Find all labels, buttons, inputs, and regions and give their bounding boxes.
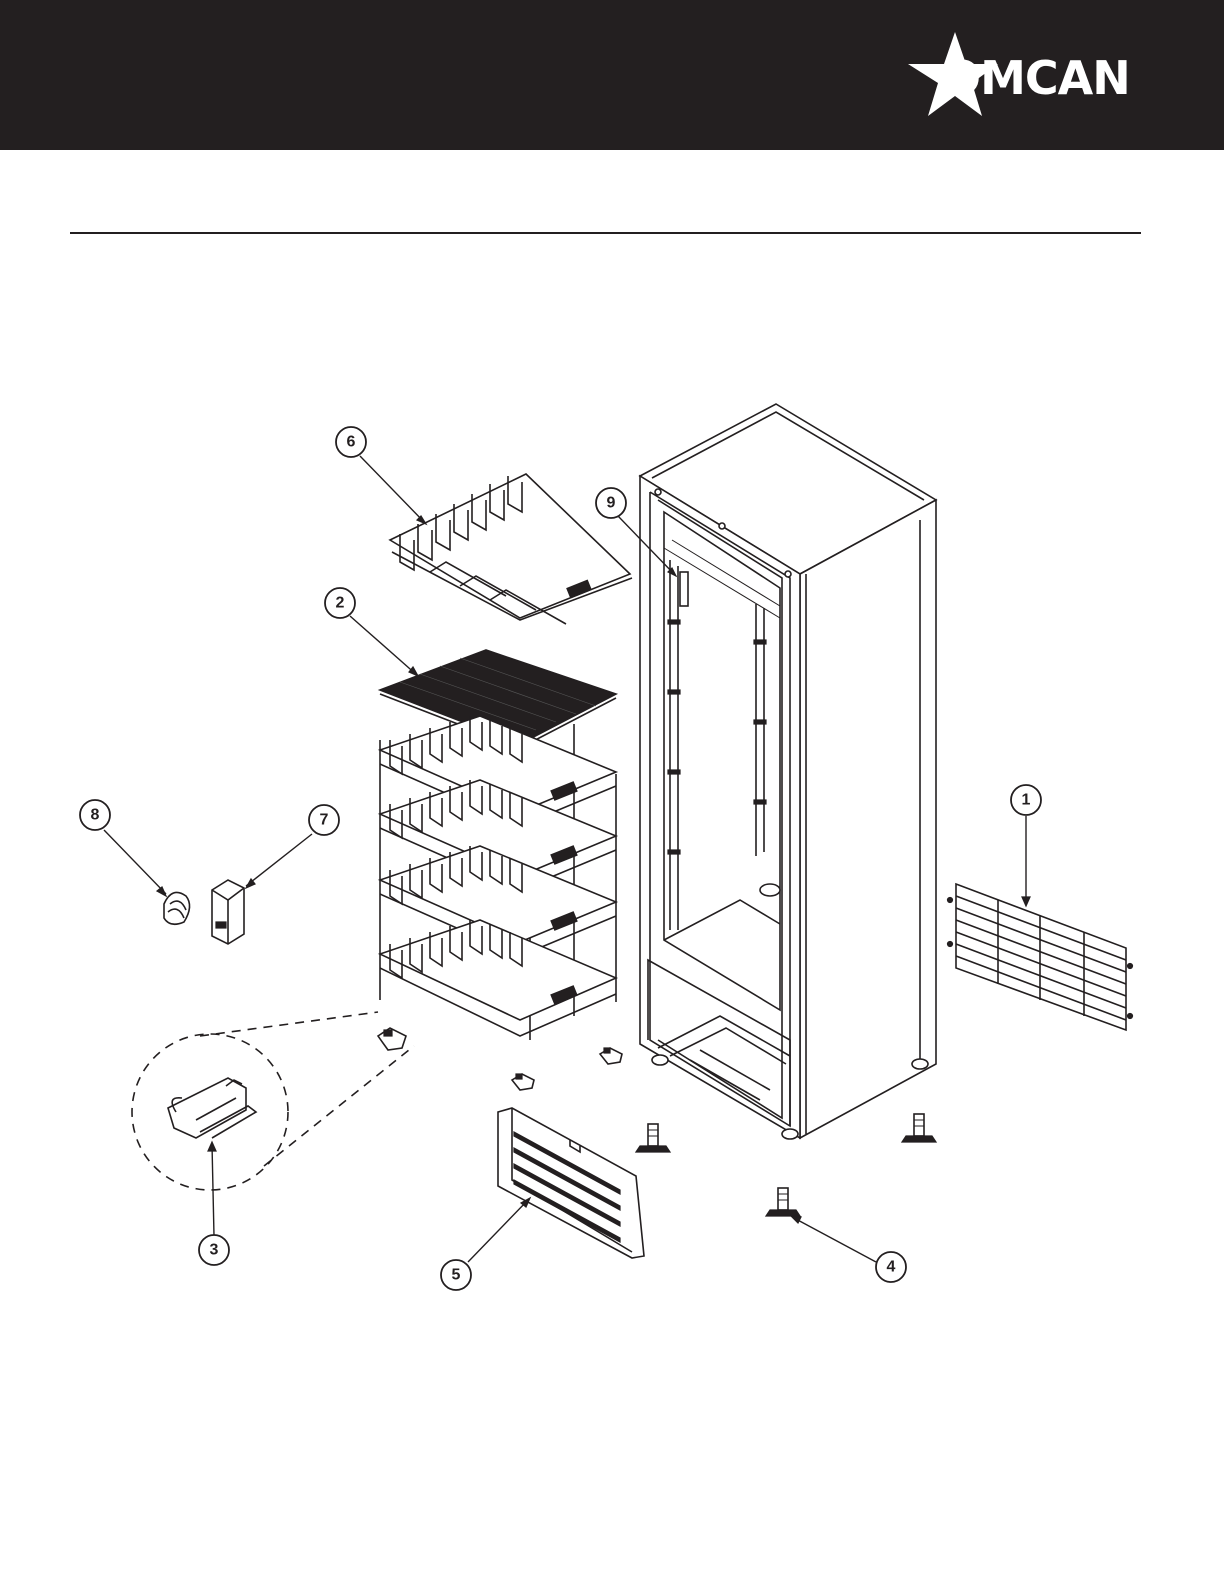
- cabinet: [640, 404, 936, 1139]
- callout-8: 8: [80, 800, 110, 830]
- svg-text:7: 7: [320, 812, 329, 829]
- rack-level-4: [380, 920, 616, 1036]
- callout-6: 6: [336, 427, 366, 457]
- base-clips: [512, 1048, 622, 1090]
- leg-detached: [766, 1188, 800, 1216]
- part-5-kick-plate: [498, 1108, 644, 1258]
- svg-text:1: 1: [1022, 792, 1031, 809]
- callout-9: 9: [596, 488, 626, 518]
- leg-front-right: [902, 1114, 936, 1142]
- callout-4: 4: [876, 1252, 906, 1282]
- part-1-grille: [948, 884, 1133, 1030]
- callout-5: 5: [441, 1260, 471, 1290]
- part-6-rack: [390, 474, 632, 624]
- part-3-clip-detail: [132, 1012, 414, 1190]
- svg-text:3: 3: [210, 1242, 219, 1259]
- svg-text:4: 4: [887, 1259, 896, 1276]
- svg-text:9: 9: [607, 495, 616, 512]
- svg-text:8: 8: [91, 807, 100, 824]
- part-8-knob: [164, 892, 190, 924]
- callout-2: 2: [325, 588, 355, 618]
- svg-text:5: 5: [452, 1267, 461, 1284]
- svg-text:2: 2: [336, 595, 345, 612]
- svg-text:6: 6: [347, 434, 356, 451]
- callout-1: 1: [1011, 785, 1041, 815]
- callout-7: 7: [309, 805, 339, 835]
- leg-front-left: [636, 1124, 670, 1152]
- callout-3: 3: [199, 1235, 229, 1265]
- part-7-box: [212, 880, 244, 944]
